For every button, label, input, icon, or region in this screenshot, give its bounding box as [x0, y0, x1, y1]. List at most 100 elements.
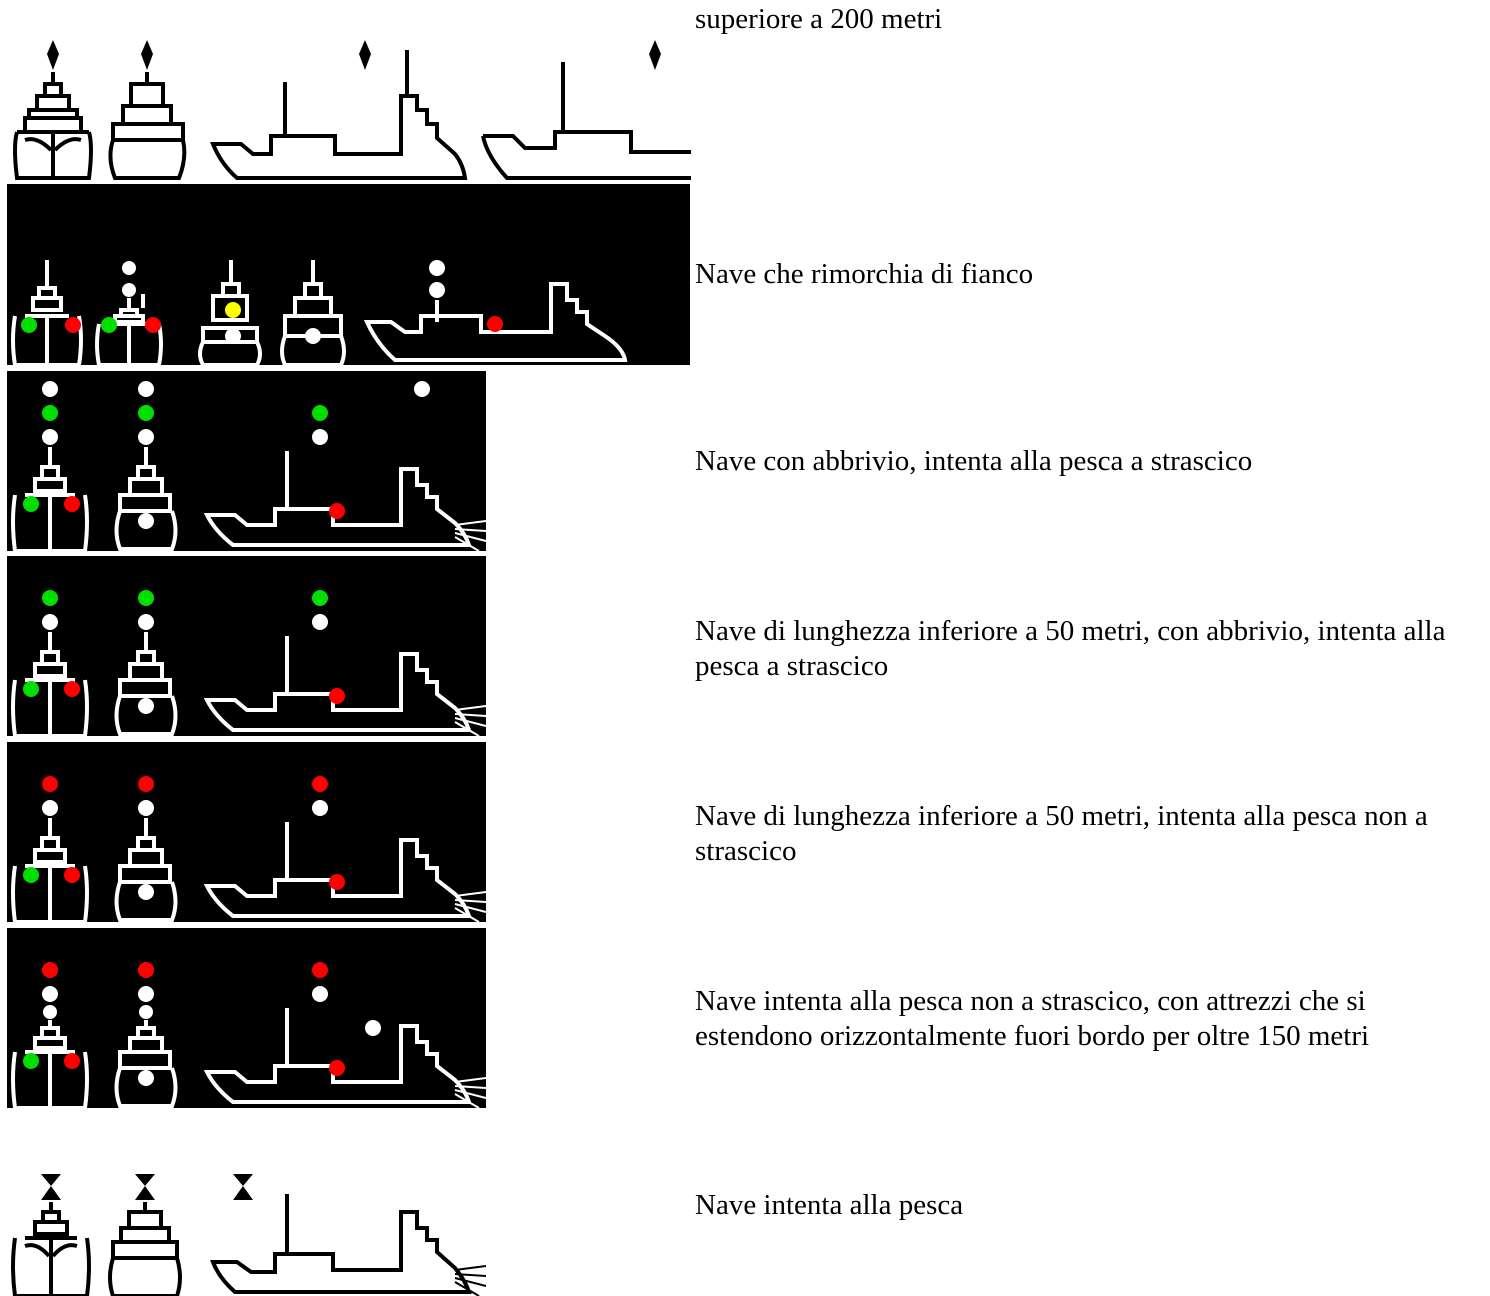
- fishing-ship-rear-day-signal-icon: [108, 1174, 182, 1296]
- red-light-icon: [329, 688, 345, 704]
- red-light-icon: [487, 316, 503, 332]
- figure-row-7: [7, 1170, 486, 1296]
- red-light-icon: [312, 962, 328, 978]
- white-light-icon: [138, 800, 154, 816]
- white-light-icon: [312, 614, 328, 630]
- white-light-icon: [138, 429, 154, 445]
- row-4-caption: Nave di lunghezza inferiore a 50 metri, …: [695, 615, 1446, 682]
- green-light-icon: [312, 405, 328, 421]
- small-fishing-ship-rear-icon: [114, 776, 178, 922]
- green-light-icon: [312, 590, 328, 606]
- small-trawler-rear-icon: [114, 590, 178, 736]
- red-light-icon: [64, 681, 80, 697]
- white-light-icon: [42, 429, 58, 445]
- white-light-icon: [138, 986, 154, 1002]
- small-fishing-ship-side-icon: [203, 776, 486, 922]
- white-light-icon: [42, 986, 58, 1002]
- fishing-gear-icon: [454, 891, 486, 922]
- small-fishing-ship-front-icon: [11, 776, 89, 922]
- green-light-icon: [42, 405, 58, 421]
- white-light-icon: [138, 513, 154, 529]
- diamond-shape-icon: [359, 40, 371, 70]
- white-light-icon: [42, 800, 58, 816]
- ship-side-partial-icon: [481, 40, 691, 180]
- fishing-ship-front-day-signal-icon: [11, 1174, 91, 1296]
- green-light-icon: [23, 867, 39, 883]
- row-5-caption: Nave di lunghezza inferiore a 50 metri, …: [695, 800, 1428, 867]
- ship-side-with-diamond-icon: [210, 40, 468, 180]
- red-light-icon: [138, 962, 154, 978]
- small-trawler-side-icon: [203, 590, 486, 736]
- figure-row-5: [7, 742, 486, 922]
- hourglass-shape-icon: [41, 1174, 61, 1200]
- white-light-icon: [429, 260, 445, 276]
- ship-front-with-bow-icon: [13, 40, 93, 180]
- figure-row-4: [7, 556, 486, 736]
- red-light-icon: [42, 776, 58, 792]
- white-light-icon: [138, 884, 154, 900]
- white-light-icon: [138, 698, 154, 714]
- red-light-icon: [329, 503, 345, 519]
- white-light-icon: [43, 1005, 57, 1019]
- figure-row-3: [7, 371, 486, 551]
- row-6-caption: Nave intenta alla pesca non a strascico,…: [695, 985, 1370, 1052]
- white-light-icon: [365, 1020, 381, 1036]
- trawler-front-icon: [11, 381, 89, 551]
- diamond-shape-icon: [141, 40, 153, 70]
- white-light-icon: [122, 283, 136, 297]
- red-light-icon: [145, 317, 161, 333]
- figure-row-1: [7, 36, 691, 182]
- red-light-icon: [42, 962, 58, 978]
- towing-ship-front-2-icon: [95, 261, 163, 365]
- hourglass-shape-icon: [135, 1174, 155, 1200]
- fishing-ship-side-day-signal-icon: [210, 1174, 486, 1296]
- row-3-caption: Nave con abbrivio, intenta alla pesca a …: [695, 445, 1253, 477]
- white-light-icon: [312, 429, 328, 445]
- row-2-caption: Nave che rimorchia di fianco: [695, 258, 1034, 290]
- trawl-net-icon: [454, 520, 486, 551]
- white-light-icon: [312, 986, 328, 1002]
- white-light-icon: [312, 800, 328, 816]
- diamond-shape-icon: [649, 40, 661, 70]
- white-light-icon: [138, 614, 154, 630]
- figure-row-6: [7, 928, 486, 1108]
- diamond-shape-icon: [47, 40, 59, 70]
- ship-rear-icon: [108, 40, 187, 180]
- small-trawler-front-icon: [11, 590, 89, 736]
- green-light-icon: [23, 681, 39, 697]
- red-light-icon: [65, 317, 81, 333]
- white-light-icon: [429, 282, 445, 298]
- white-light-icon: [414, 381, 430, 397]
- fishing-ship-outlying-gear-side-icon: [203, 962, 486, 1108]
- white-light-icon: [225, 328, 241, 344]
- red-light-icon: [312, 776, 328, 792]
- fishing-gear-icon: [454, 1265, 486, 1296]
- row-7-caption: Nave intenta alla pesca: [695, 1189, 964, 1221]
- trawl-net-icon: [454, 705, 486, 736]
- green-light-icon: [138, 590, 154, 606]
- red-light-icon: [64, 1053, 80, 1069]
- red-light-icon: [329, 1060, 345, 1076]
- green-light-icon: [21, 317, 37, 333]
- fishing-ship-outlying-gear-front-icon: [11, 962, 89, 1108]
- red-light-icon: [64, 496, 80, 512]
- green-light-icon: [42, 590, 58, 606]
- trawler-rear-icon: [114, 381, 178, 551]
- towing-ship-front-icon: [11, 260, 83, 365]
- fishing-ship-outlying-gear-rear-icon: [114, 962, 178, 1108]
- green-light-icon: [138, 405, 154, 421]
- trawler-side-icon: [203, 381, 486, 551]
- white-light-icon: [42, 381, 58, 397]
- red-light-icon: [138, 776, 154, 792]
- white-light-icon: [42, 614, 58, 630]
- green-light-icon: [101, 317, 117, 333]
- towing-ship-side-icon: [363, 260, 628, 362]
- hourglass-shape-icon: [233, 1174, 253, 1200]
- towed-ship-rear-with-yellow-icon: [198, 260, 262, 365]
- row-1-caption: superiore a 200 metri: [695, 3, 943, 35]
- white-light-icon: [305, 328, 321, 344]
- green-light-icon: [23, 496, 39, 512]
- green-light-icon: [23, 1053, 39, 1069]
- fishing-gear-icon: [454, 1077, 486, 1108]
- red-light-icon: [64, 867, 80, 883]
